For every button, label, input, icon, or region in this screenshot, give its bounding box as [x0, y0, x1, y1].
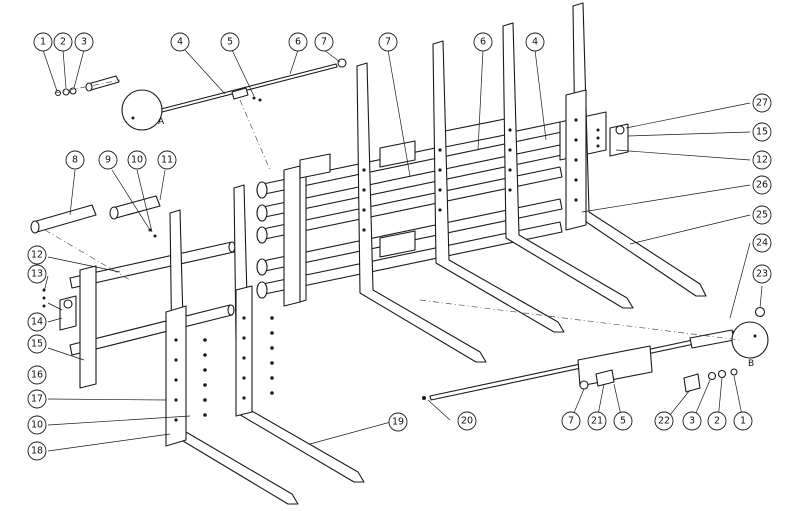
balloon: 3: [682, 411, 702, 431]
front-forks: [165, 184, 365, 505]
balloon-number: 1: [40, 37, 46, 48]
balloon: 14: [27, 312, 47, 332]
balloon: 6: [288, 32, 308, 52]
balloon: 1: [33, 32, 53, 52]
balloon: 2: [707, 411, 727, 431]
balloon-number: 5: [620, 416, 626, 427]
balloon-number: 6: [295, 37, 301, 48]
balloon-number: 18: [31, 446, 43, 457]
balloon-number: 9: [105, 155, 111, 166]
balloon-number: 21: [591, 416, 603, 427]
balloon-number: 12: [756, 155, 768, 166]
balloon-number: 25: [756, 210, 768, 221]
balloon-number: 5: [227, 37, 233, 48]
balloon-number: 4: [177, 37, 183, 48]
balloon: 13: [27, 264, 47, 284]
balloon: 27: [752, 93, 772, 113]
balloon: 7: [561, 411, 581, 431]
balloon: 26: [752, 175, 772, 195]
detail-label-a: A: [158, 117, 165, 127]
balloon-number: 15: [31, 339, 43, 350]
balloon: 23: [752, 264, 772, 284]
balloon-number: 14: [31, 317, 43, 328]
balloon: 8: [65, 150, 85, 170]
balloon-number: 19: [392, 417, 404, 428]
balloon-number: 27: [756, 98, 768, 109]
balloon: 15: [27, 334, 47, 354]
balloon-number: 7: [568, 416, 574, 427]
balloon-number: 11: [161, 155, 173, 166]
balloon: 12: [752, 150, 772, 170]
balloon: 19: [388, 412, 408, 432]
balloon: 5: [613, 411, 633, 431]
balloon: 16: [27, 365, 47, 385]
rear-forks: [356, 2, 707, 363]
balloon: 10: [127, 150, 147, 170]
balloon-number: 8: [72, 155, 78, 166]
balloon: 5: [220, 32, 240, 52]
balloon-number: 10: [131, 155, 143, 166]
balloon-number: 3: [81, 37, 87, 48]
balloon-number: 2: [60, 37, 66, 48]
detail-label-b: B: [748, 359, 754, 369]
balloon: 21: [587, 411, 607, 431]
balloon-number: 23: [756, 269, 768, 280]
balloon-number: 17: [31, 394, 43, 405]
balloon: 25: [752, 205, 772, 225]
balloon: 18: [27, 441, 47, 461]
balloon-number: 15: [756, 127, 768, 138]
carriage-assembly: [256, 111, 607, 307]
balloon: 4: [525, 32, 545, 52]
balloon: 12: [27, 245, 47, 265]
balloon: 9: [98, 150, 118, 170]
balloon: 24: [752, 233, 772, 253]
balloon: 17: [27, 389, 47, 409]
balloon: 22: [654, 411, 674, 431]
balloon: 1: [733, 411, 753, 431]
balloon: 4: [170, 32, 190, 52]
balloon-number: 26: [756, 180, 768, 191]
balloon: 15: [752, 122, 772, 142]
upper-rod-assembly: [54, 58, 347, 171]
balloon: 7: [314, 32, 334, 52]
balloon-number: 2: [714, 416, 720, 427]
balloon-number: 6: [480, 37, 486, 48]
balloon: 2: [53, 32, 73, 52]
balloon: 3: [74, 32, 94, 52]
balloon-number: 20: [461, 416, 473, 427]
balloon: 10: [27, 415, 47, 435]
lower-rod-assembly: [419, 299, 769, 401]
balloon-number: 22: [658, 416, 670, 427]
balloon-number: 24: [756, 238, 768, 249]
balloon-number: 7: [385, 37, 391, 48]
balloon-number: 10: [31, 420, 43, 431]
balloon-number: 7: [321, 37, 327, 48]
balloon-number: 13: [31, 269, 43, 280]
balloon: 11: [157, 150, 177, 170]
balloon-number: 4: [532, 37, 538, 48]
balloon-number: 3: [689, 416, 695, 427]
left-side-assembly: [30, 195, 236, 389]
balloon-number: 16: [31, 370, 43, 381]
balloon-number: 12: [31, 250, 43, 261]
balloon-number: 1: [740, 416, 746, 427]
balloon: 6: [473, 32, 493, 52]
balloon: 7: [378, 32, 398, 52]
balloon: 20: [457, 411, 477, 431]
